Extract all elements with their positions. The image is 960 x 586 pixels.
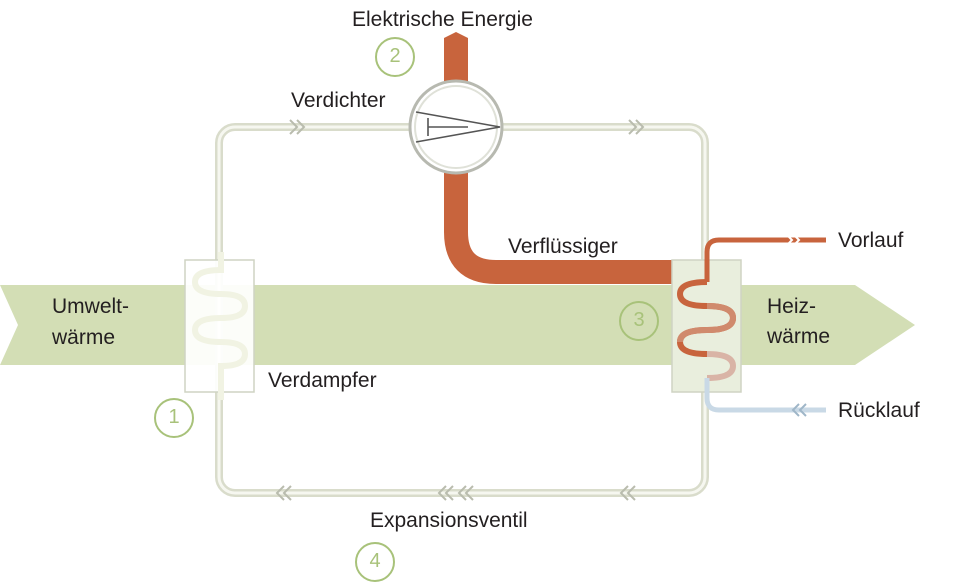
step-badge-3: 3 (619, 301, 659, 341)
flow-arrows-top (289, 119, 645, 135)
compressor (408, 79, 504, 175)
hot-gas-pipe (444, 160, 680, 284)
label-verdampfer: Verdampfer (268, 369, 377, 392)
label-umweltwaerme-1: Umwelt- (52, 295, 129, 318)
label-umweltwaerme-2: wärme (52, 326, 116, 349)
label-ruecklauf: Rücklauf (838, 399, 920, 422)
electric-energy-pipe (444, 38, 468, 86)
step-badge-1: 1 (154, 398, 194, 438)
label-verdichter: Verdichter (291, 89, 386, 112)
ruecklauf-pipe (704, 378, 826, 413)
label-verfluessiger: Verflüssiger (508, 235, 618, 258)
step-badge-4: 4 (355, 542, 395, 582)
label-vorlauf: Vorlauf (838, 229, 904, 252)
label-expansionsventil: Expansionsventil (370, 509, 528, 532)
vorlauf-pipe (704, 237, 826, 282)
step-badge-2: 2 (375, 37, 415, 77)
label-heizwaerme-2: wärme (767, 325, 831, 348)
label-elektrische-energie: Elektrische Energie (352, 8, 533, 31)
flow-arrows-bottom (275, 485, 636, 501)
label-heizwaerme-1: Heiz- (767, 295, 817, 318)
evaporator (184, 252, 255, 400)
